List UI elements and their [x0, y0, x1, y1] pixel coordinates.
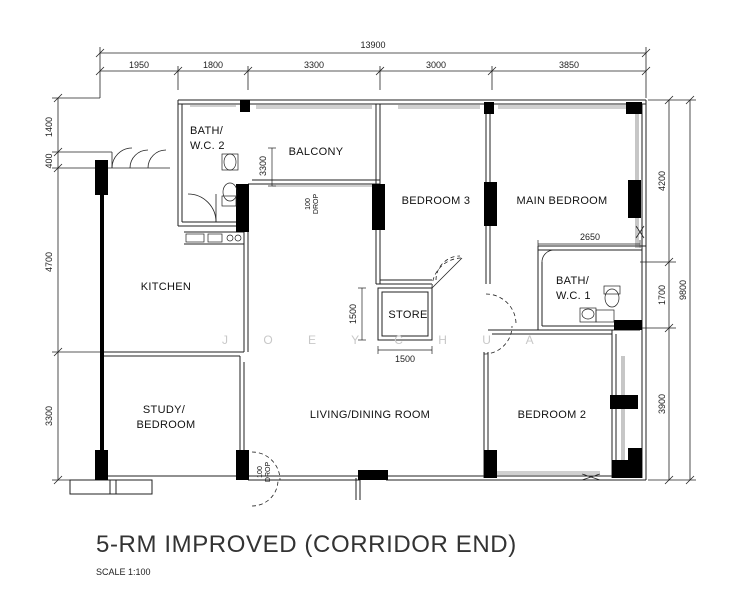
room-label-bedroom2: BEDROOM 2	[518, 409, 587, 421]
left-dimension-1: 1400	[44, 117, 54, 137]
watermark: J O E Y C H U A	[222, 333, 550, 347]
right-dimension-3: 3900	[657, 394, 667, 414]
right-total-dimension: 9800	[678, 280, 688, 300]
room-label-store: STORE	[388, 309, 427, 321]
room-label-kitchen: KITCHEN	[141, 281, 191, 293]
top-dimensions	[95, 47, 651, 98]
right-dimensions	[640, 95, 696, 485]
right-dimension-2: 1700	[657, 285, 667, 305]
left-dimension-3: 4700	[44, 252, 54, 272]
room-label-bath-wc2-line2: W.C. 2	[190, 140, 225, 152]
room-label-balcony: BALCONY	[289, 146, 344, 158]
top-dimension-1: 1950	[129, 60, 149, 70]
fixtures	[185, 153, 621, 323]
plan-title: 5-RM IMPROVED (CORRIDOR END)	[96, 531, 517, 558]
room-label-study-line2: BEDROOM	[137, 419, 196, 431]
store-width-dimension: 1500	[395, 354, 415, 364]
interior-dimensions	[268, 147, 641, 354]
store-depth-dimension: 1500	[348, 304, 358, 324]
columns	[95, 100, 642, 480]
overall-width-dimension: 13900	[360, 40, 385, 50]
balcony-depth-dimension: 3300	[258, 156, 268, 176]
room-label-living-dining: LIVING/DINING ROOM	[310, 409, 430, 421]
room-label-main-bedroom: MAIN BEDROOM	[517, 195, 608, 207]
left-dimension-2: 400	[44, 153, 54, 168]
top-dimension-4: 3000	[426, 60, 446, 70]
balcony-drop-label: DROP	[313, 194, 320, 215]
room-label-bath-wc1-line1: BATH/	[556, 275, 590, 287]
entrance-drop-value: 100	[257, 466, 264, 478]
room-label-bath-wc2-line1: BATH/	[190, 125, 224, 137]
entrance-drop-label: DROP	[265, 462, 272, 483]
left-dimension-4: 3300	[44, 406, 54, 426]
room-label-study-line1: STUDY/	[143, 404, 186, 416]
plan-scale: SCALE 1:100	[96, 567, 151, 577]
top-dimension-5: 3850	[559, 60, 579, 70]
top-dimension-3: 3300	[304, 60, 324, 70]
room-label-bedroom3: BEDROOM 3	[402, 195, 471, 207]
balcony-drop-value: 100	[305, 198, 312, 210]
top-dimension-2: 1800	[203, 60, 223, 70]
room-label-bath-wc1-line2: W.C. 1	[556, 290, 591, 302]
doors	[111, 147, 645, 507]
bath-wc1-width-dimension: 2650	[580, 232, 600, 242]
right-dimension-1: 4200	[657, 171, 667, 191]
